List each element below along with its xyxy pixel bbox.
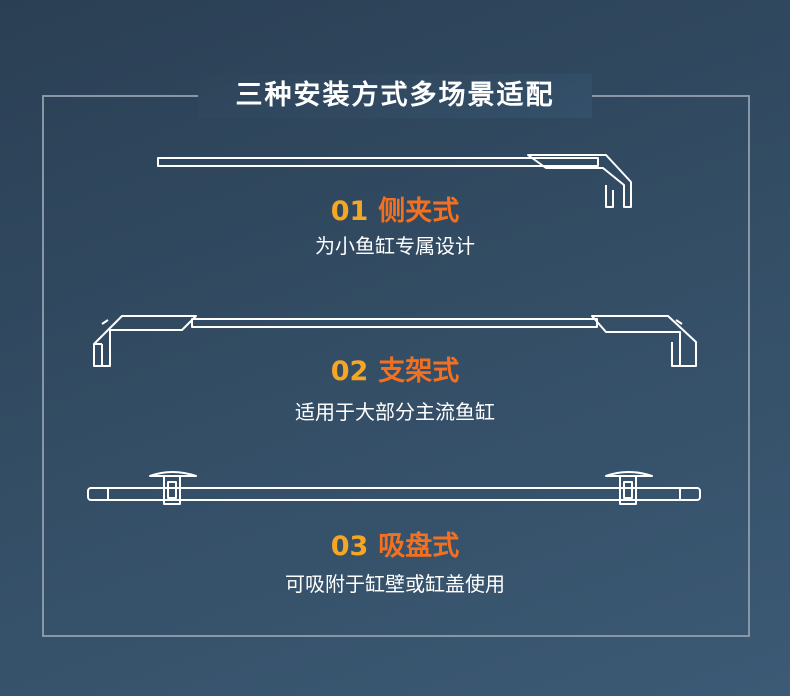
method-title-bracket: 02 支架式 (0, 355, 790, 389)
method-description: 可吸附于缸壁或缸盖使用 (285, 572, 505, 596)
method-description: 为小鱼缸专属设计 (315, 234, 475, 258)
method-number: 02 (330, 356, 369, 387)
page-heading: 三种安装方式多场景适配 (198, 74, 592, 118)
method-title-suction-cup: 03 吸盘式 (0, 530, 790, 564)
suction-cup-illustration (87, 471, 701, 505)
method-number: 03 (330, 531, 369, 562)
method-name: 侧夹式 (378, 196, 460, 227)
method-name: 支架式 (378, 356, 460, 387)
method-name: 吸盘式 (378, 531, 460, 562)
bracket-illustration (93, 315, 697, 367)
method-number: 01 (330, 196, 369, 227)
side-clip-illustration (157, 154, 632, 208)
method-description: 适用于大部分主流鱼缸 (295, 400, 495, 424)
method-title-side-clip: 01 侧夹式 (0, 195, 790, 229)
